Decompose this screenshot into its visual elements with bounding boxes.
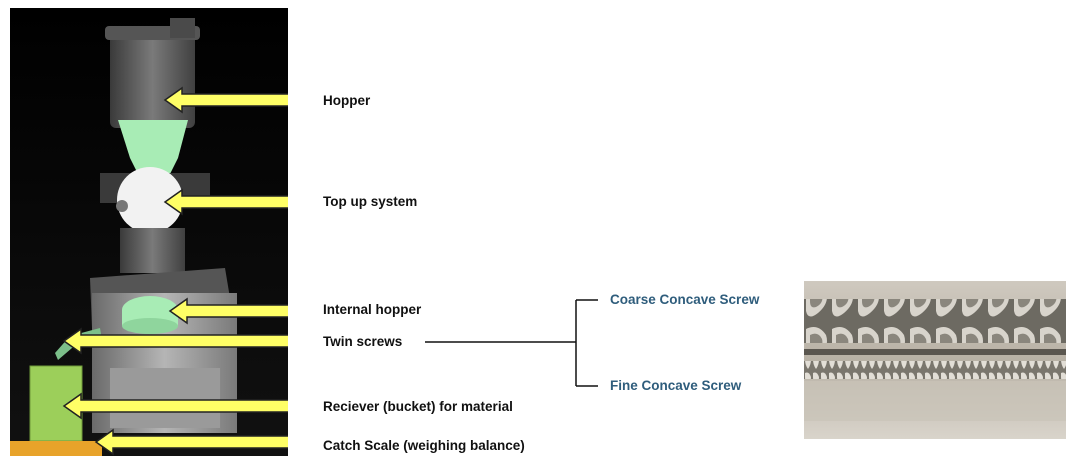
label-hopper: Hopper: [323, 93, 371, 108]
label-top-up-system: Top up system: [323, 194, 418, 209]
hopper-funnel: [118, 120, 188, 178]
coarse-screw: [804, 299, 1066, 343]
arrow-hopper: [163, 86, 288, 114]
label-receiver: Reciever (bucket) for material: [323, 399, 513, 414]
arrow-receiver: [62, 392, 288, 420]
screw-connector: [425, 299, 598, 387]
label-coarse-concave-screw: Coarse Concave Screw: [610, 292, 760, 307]
label-fine-concave-screw: Fine Concave Screw: [610, 378, 742, 393]
screw-photo: [804, 281, 1066, 439]
arrow-twin-screws: [62, 327, 288, 355]
arrow-top-up: [163, 188, 288, 216]
label-internal-hopper: Internal hopper: [323, 302, 422, 317]
machine-illustration: [10, 8, 288, 456]
arrow-catch-scale: [94, 428, 288, 456]
top-up-sphere: [117, 167, 183, 233]
catch-scale: [10, 441, 102, 456]
arrow-internal-hopper: [168, 297, 288, 325]
label-twin-screws: Twin screws: [323, 334, 403, 349]
fine-screw: [804, 361, 1066, 379]
label-catch-scale: Catch Scale (weighing balance): [323, 438, 525, 453]
